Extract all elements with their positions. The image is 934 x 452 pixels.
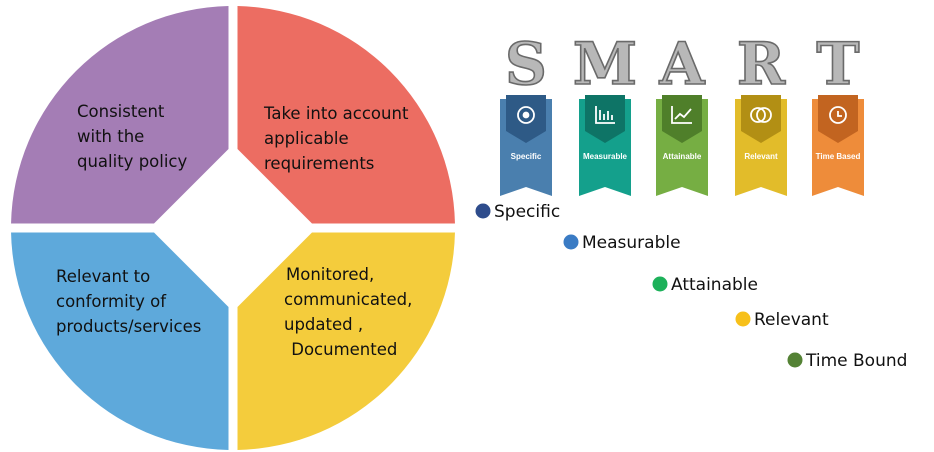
bullet-dot-icon — [475, 203, 491, 219]
quadrant-text-line: communicated, — [284, 290, 412, 309]
quadrant-text: Take into account applicable requirements — [263, 104, 409, 173]
legend-item: Relevant — [735, 310, 829, 330]
legend-item: Specific — [475, 202, 560, 222]
quadrant-text-line: Monitored, — [286, 265, 374, 284]
banner-label: Attainable — [663, 152, 702, 161]
legend-label: Measurable — [582, 233, 681, 253]
quadrant-top-right — [237, 6, 455, 224]
bullet-dot-icon — [563, 234, 579, 250]
quadrant-text: Consistent with the quality policy — [77, 102, 187, 171]
bar-chart-icon — [595, 106, 615, 124]
legend-label: Specific — [494, 202, 560, 222]
bullet-dot-icon — [787, 352, 803, 368]
smart-legend: SpecificMeasurableAttainableRelevantTime… — [475, 202, 907, 371]
quadrant-bottom-right — [237, 232, 455, 450]
banner-specific: S Specific — [500, 29, 552, 196]
target-icon — [517, 106, 535, 124]
legend-item: Time Bound — [787, 351, 907, 371]
quadrant-text: Monitored, communicated, updated , Documen… — [284, 265, 412, 359]
banner-measurable: M Measurable — [572, 29, 638, 196]
quadrant-text-line: with the — [77, 127, 144, 146]
legend-label: Attainable — [671, 275, 758, 295]
banner-label: Time Based — [816, 152, 861, 161]
ribbon-tab — [585, 95, 625, 143]
quadrant-text-line: products/services — [56, 317, 201, 336]
legend-label: Time Bound — [805, 351, 907, 371]
quadrant-text: Relevant to conformity of products/service… — [56, 267, 201, 336]
line-chart-icon — [671, 106, 692, 124]
quadrant-text-line: Relevant to — [56, 267, 150, 286]
smart-letter: M — [573, 30, 637, 98]
legend-item: Attainable — [652, 275, 758, 295]
quadrant-top-left — [11, 6, 229, 224]
banner-relevant: R Relevant — [735, 29, 787, 196]
ribbon-tab — [741, 95, 781, 143]
quality-objectives-circle: Consistent with the quality policy Take int… — [11, 6, 455, 450]
banner-label: Measurable — [583, 152, 628, 161]
quadrant-text-line: conformity of — [56, 292, 167, 311]
bullet-dot-icon — [652, 276, 668, 292]
smart-letter: S — [505, 30, 547, 98]
legend-label: Relevant — [754, 310, 829, 330]
banner-label: Relevant — [744, 152, 778, 161]
quadrant-text-line: updated , — [284, 315, 363, 334]
quadrant-text-line: Documented — [286, 340, 397, 359]
quadrant-bottom-left — [11, 232, 229, 450]
banner-time-based: T Time Based — [812, 29, 864, 196]
legend-item: Measurable — [563, 233, 681, 253]
clock-icon — [829, 106, 847, 124]
quadrant-text-line: requirements — [264, 154, 374, 173]
ribbon-tab — [506, 95, 546, 143]
quadrant-text-line: Take into account — [263, 104, 409, 123]
overlapping-circles-icon — [750, 107, 772, 123]
ribbon-tab — [818, 95, 858, 143]
smart-letter: T — [816, 30, 859, 98]
quadrant-text-line: applicable — [264, 129, 349, 148]
bullet-dot-icon — [735, 311, 751, 327]
banner-label: Specific — [511, 152, 542, 161]
banner-attainable: A Attainable — [656, 29, 708, 196]
quadrant-text-line: Consistent — [77, 102, 165, 121]
smart-letter: R — [737, 30, 786, 98]
smart-letter: A — [658, 30, 705, 98]
smart-banners: S Specific M Measurable A Attainable R Relevant… — [500, 29, 864, 196]
quadrant-text-line: quality policy — [77, 152, 187, 171]
